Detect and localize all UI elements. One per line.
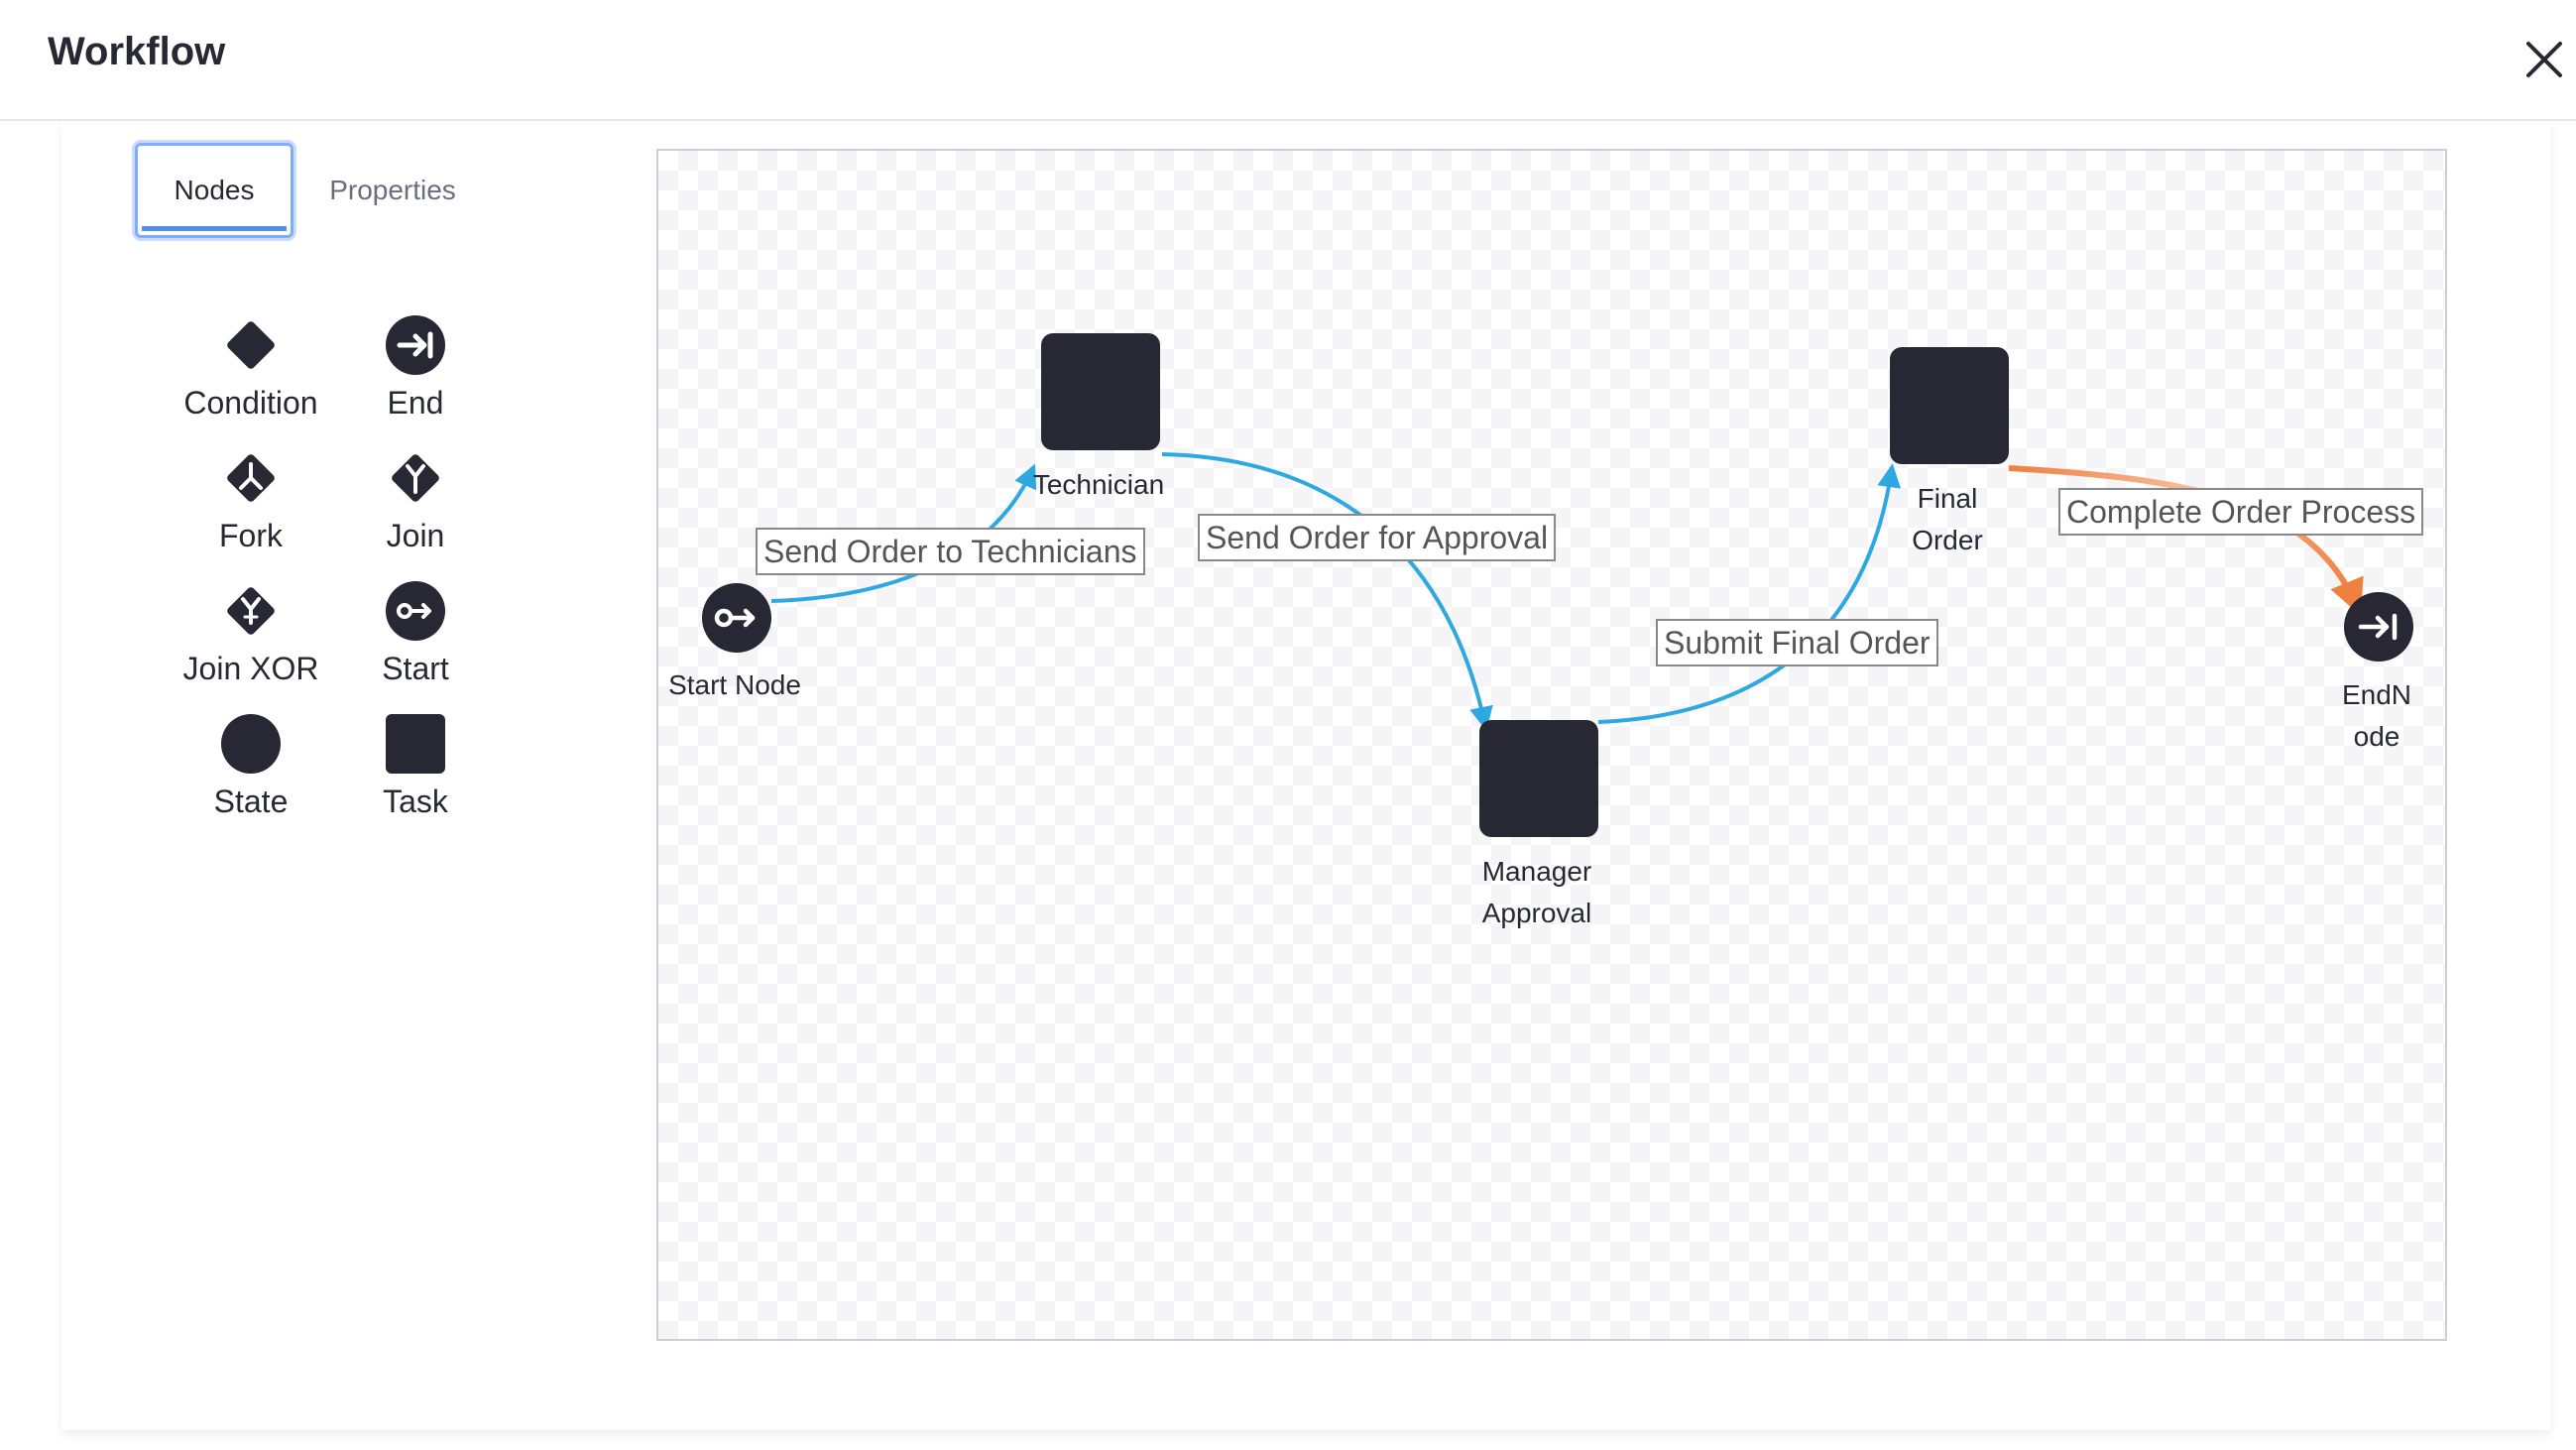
modal-header: Workflow bbox=[0, 0, 2576, 121]
node-label-start: Start Node bbox=[668, 669, 801, 700]
palette-label: Join bbox=[386, 518, 445, 553]
palette-label: Start bbox=[382, 651, 449, 686]
edge-label-submit-final-order[interactable]: Submit Final Order bbox=[1656, 619, 1938, 666]
edge-manager-final[interactable] bbox=[1597, 463, 1902, 724]
palette-item-fork[interactable]: Fork bbox=[167, 446, 335, 565]
node-technician[interactable] bbox=[1041, 333, 1160, 450]
edge-technician-manager[interactable] bbox=[1161, 452, 1493, 731]
palette-label: Task bbox=[383, 784, 448, 819]
palette-item-end[interactable]: End bbox=[331, 313, 500, 432]
close-icon[interactable] bbox=[2518, 34, 2570, 85]
palette-item-start[interactable]: Start bbox=[331, 579, 500, 698]
modal-title: Workflow bbox=[48, 30, 226, 73]
palette-label: State bbox=[213, 784, 289, 819]
palette-item-task[interactable]: Task bbox=[331, 712, 500, 831]
palette-item-state[interactable]: State bbox=[167, 712, 335, 831]
node-label-end: EndNode bbox=[2341, 679, 2412, 752]
tab-nodes[interactable]: Nodes bbox=[135, 143, 293, 238]
square-icon bbox=[386, 714, 445, 774]
palette-item-join[interactable]: Join bbox=[331, 446, 500, 565]
workflow-canvas[interactable] bbox=[656, 149, 2447, 1341]
join-icon bbox=[392, 454, 439, 502]
node-label-technician: Technician bbox=[1032, 469, 1165, 500]
end-icon bbox=[386, 315, 445, 375]
palette-label: Join XOR bbox=[182, 651, 319, 686]
node-label-manager-approval: Manager Approval bbox=[1481, 856, 1592, 928]
diamond-icon bbox=[227, 321, 275, 369]
start-icon bbox=[386, 581, 445, 641]
tab-nodes-label: Nodes bbox=[174, 175, 255, 205]
edge-label-complete-order-process[interactable]: Complete Order Process bbox=[2058, 488, 2424, 536]
circle-icon bbox=[221, 714, 281, 774]
tab-properties[interactable]: Properties bbox=[313, 143, 472, 238]
node-end[interactable] bbox=[2344, 592, 2413, 662]
edge-label-send-order-technicians[interactable]: Send Order to Technicians bbox=[756, 528, 1145, 575]
palette-label: End bbox=[387, 385, 444, 421]
palette-item-join-xor[interactable]: Join XOR bbox=[167, 579, 335, 698]
fork-icon bbox=[227, 454, 275, 502]
tab-properties-label: Properties bbox=[329, 175, 456, 205]
node-start[interactable] bbox=[702, 583, 771, 653]
node-manager-approval[interactable] bbox=[1479, 720, 1598, 837]
palette-label: Fork bbox=[219, 518, 283, 553]
node-label-final-order: Final Order bbox=[1912, 483, 1983, 555]
palette-label: Condition bbox=[183, 385, 318, 421]
palette-item-condition[interactable]: Condition bbox=[167, 313, 335, 432]
diagram-svg bbox=[702, 333, 2413, 837]
edge-label-send-order-approval[interactable]: Send Order for Approval bbox=[1198, 514, 1557, 561]
join-xor-icon bbox=[227, 587, 275, 635]
node-final-order[interactable] bbox=[1890, 347, 2009, 464]
